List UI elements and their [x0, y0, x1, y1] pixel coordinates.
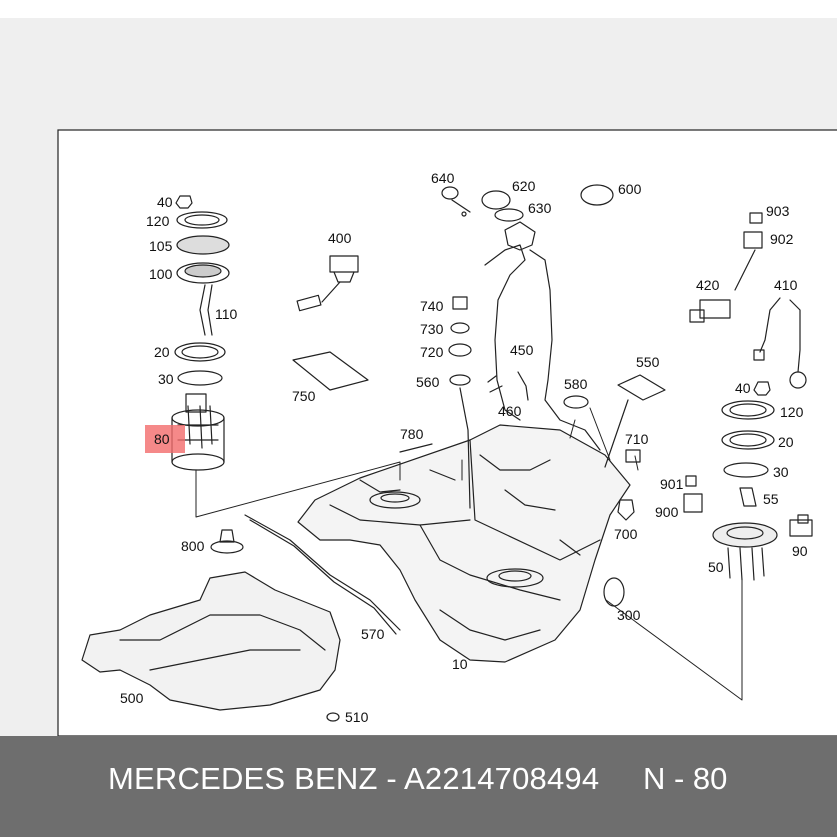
oring-30b [723, 462, 769, 478]
cap-901 [685, 475, 697, 487]
label-700: 700 [614, 526, 638, 542]
seal-630 [494, 208, 524, 222]
cap-740 [452, 296, 468, 310]
hose-110 [199, 284, 213, 336]
ring-120b [721, 400, 775, 420]
clip-90 [789, 514, 813, 537]
label-40a: 40 [157, 194, 173, 210]
highlight-80 [145, 425, 185, 453]
part-position-tag: N - 80 [643, 761, 728, 796]
label-300: 300 [617, 607, 641, 623]
cap-620 [481, 190, 511, 210]
label-550: 550 [636, 354, 660, 370]
wire-410 [753, 297, 807, 389]
label-460: 460 [498, 403, 522, 419]
cap-903 [749, 212, 763, 224]
label-20a: 20 [154, 344, 170, 360]
label-640: 640 [431, 170, 455, 186]
cap-640 [441, 186, 471, 217]
label-800: 800 [181, 538, 205, 554]
oring-30a [177, 370, 223, 386]
ring-20a [174, 342, 226, 362]
pressure-sensor-420 [689, 299, 731, 323]
fuel-tank [297, 424, 631, 663]
level-sender-400 [296, 255, 359, 312]
valve-55 [739, 487, 757, 507]
hose-450 [517, 371, 529, 401]
label-510: 510 [345, 709, 369, 725]
grommet-560 [449, 374, 471, 386]
label-450: 450 [510, 342, 534, 358]
nut-40a [175, 195, 193, 209]
ring-20b [721, 430, 775, 450]
label-55: 55 [763, 491, 779, 507]
valve-700 [617, 499, 635, 521]
label-50: 50 [708, 559, 724, 575]
clip-460 [487, 375, 503, 393]
label-901: 901 [660, 476, 684, 492]
clip-710 [625, 449, 641, 463]
label-780: 780 [400, 426, 424, 442]
nut-40b [753, 381, 771, 396]
label-20b: 20 [778, 434, 794, 450]
fuel-pump-module-80 [171, 393, 225, 471]
label-420: 420 [696, 277, 720, 293]
ring-120a [176, 211, 228, 229]
footer-bar: MERCEDES BENZ - A2214708494 N - 80 [0, 736, 837, 837]
label-902: 902 [770, 231, 794, 247]
label-40b: 40 [735, 380, 751, 396]
label-900: 900 [655, 504, 679, 520]
label-110: 110 [215, 306, 238, 322]
strap-780 [399, 443, 433, 453]
label-105: 105 [149, 238, 173, 254]
label-600: 600 [618, 181, 642, 197]
label-80: 80 [154, 431, 170, 447]
grommet-580 [563, 395, 589, 409]
label-903: 903 [766, 203, 790, 219]
label-740: 740 [420, 298, 444, 314]
mount-800 [210, 529, 244, 554]
label-100: 100 [149, 266, 173, 282]
label-30a: 30 [158, 371, 174, 387]
label-720: 720 [420, 344, 444, 360]
label-30b: 30 [773, 464, 789, 480]
strap-570 [244, 514, 401, 635]
heat-shield-500 [81, 571, 341, 711]
label-710: 710 [625, 431, 649, 447]
label-570: 570 [361, 626, 385, 642]
label-580: 580 [564, 376, 588, 392]
label-120a: 120 [146, 213, 170, 229]
washer-730 [450, 322, 470, 334]
label-400: 400 [328, 230, 352, 246]
cover-105 [176, 235, 230, 255]
label-750: 750 [292, 388, 316, 404]
ring-600 [580, 184, 614, 206]
pad-550 [617, 374, 666, 401]
label-560: 560 [416, 374, 440, 390]
connector-900 [683, 493, 703, 513]
label-500: 500 [120, 690, 144, 706]
label-410: 410 [774, 277, 798, 293]
flange-100 [176, 262, 230, 284]
label-730: 730 [420, 321, 444, 337]
washer-720 [448, 343, 472, 357]
label-620: 620 [512, 178, 536, 194]
pump-flange-50 [712, 522, 778, 581]
label-10: 10 [452, 656, 468, 672]
part-number-title: MERCEDES BENZ - A2214708494 [108, 761, 600, 796]
label-630: 630 [528, 200, 552, 216]
pad-750 [292, 351, 369, 391]
nut-510 [326, 712, 340, 722]
leader-lines [195, 407, 743, 701]
label-120b: 120 [780, 404, 804, 420]
label-90: 90 [792, 543, 808, 559]
connector-902 [743, 231, 763, 249]
